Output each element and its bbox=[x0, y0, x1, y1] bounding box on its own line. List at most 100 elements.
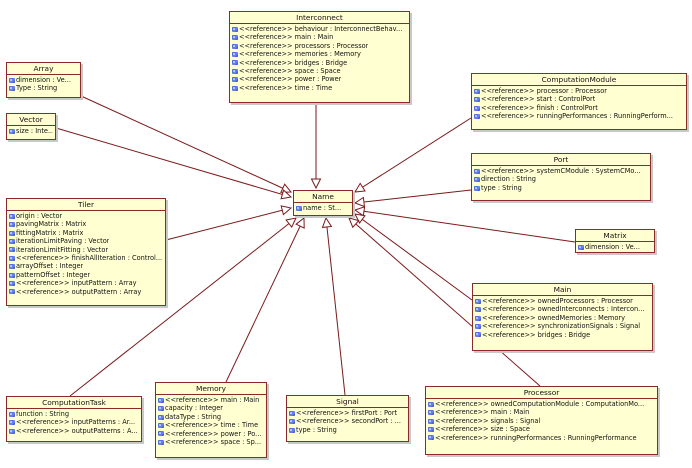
attribute-icon bbox=[9, 213, 15, 219]
attribute-list: name : St... bbox=[294, 203, 352, 213]
attribute-text: <<reference>> inputPattern : Array bbox=[16, 279, 137, 288]
class-name: ComputationModule bbox=[472, 74, 686, 86]
class-name: Main bbox=[473, 284, 652, 296]
attribute-icon bbox=[9, 280, 15, 286]
attribute-row: dataType : String bbox=[158, 413, 264, 421]
signal-class[interactable]: Signal<<reference>> firstPort : Port<<re… bbox=[286, 395, 409, 442]
generalization-arrowhead-signal bbox=[321, 216, 333, 228]
attribute-row: origin : Vector bbox=[9, 212, 163, 220]
attribute-row: <<reference>> bridges : Bridge bbox=[232, 59, 407, 67]
attribute-icon bbox=[475, 315, 481, 321]
generalization-line-tiler bbox=[165, 207, 292, 241]
attribute-text: <<reference>> memories : Memory bbox=[239, 50, 361, 59]
attribute-icon bbox=[232, 68, 238, 74]
attribute-list: <<reference>> firstPort : Port<<referenc… bbox=[287, 408, 408, 435]
attribute-row: dimension : Ve... bbox=[578, 243, 652, 251]
attribute-text: <<reference>> ownedMemories : Memory bbox=[482, 313, 625, 322]
attribute-row: <<reference>> processors : Processor bbox=[232, 42, 407, 50]
attribute-text: <<reference>> processor : Processor bbox=[481, 87, 607, 95]
generalization-line-computationtask bbox=[69, 217, 297, 397]
generalization-arrowhead-computationmodule bbox=[354, 182, 366, 193]
attribute-row: <<reference>> firstPort : Port bbox=[289, 409, 406, 417]
attribute-row: <<reference>> finish : ControlPort bbox=[474, 104, 684, 112]
computationmodule-class[interactable]: ComputationModule<<reference>> processor… bbox=[471, 73, 687, 130]
attribute-icon bbox=[428, 401, 434, 407]
attribute-icon bbox=[9, 128, 15, 134]
attribute-row: <<reference>> outputPatterns : A... bbox=[9, 427, 139, 435]
attribute-text: <<reference>> bridges : Bridge bbox=[482, 330, 591, 339]
attribute-icon bbox=[9, 77, 15, 83]
generalization-line-vector bbox=[55, 127, 292, 198]
interconnect-class[interactable]: Interconnect<<reference>> behaviour : In… bbox=[229, 11, 410, 103]
port-class[interactable]: Port<<reference>> systemCModule : System… bbox=[471, 153, 651, 201]
attribute-icon bbox=[158, 431, 164, 437]
attribute-icon bbox=[158, 422, 164, 428]
attribute-row: <<reference>> bridges : Bridge bbox=[475, 331, 650, 339]
attribute-row: fittingMatrix : Matrix bbox=[9, 229, 163, 237]
processor-class[interactable]: Processor<<reference>> ownedComputationM… bbox=[425, 386, 658, 455]
class-name: Port bbox=[472, 154, 650, 166]
attribute-list: dimension : Ve...Type : String bbox=[7, 75, 80, 94]
attribute-row: <<reference>> size : Space bbox=[428, 425, 655, 433]
generalization-line-port bbox=[354, 189, 472, 204]
attribute-text: <<reference>> secondPort : ... bbox=[296, 417, 401, 426]
attribute-row: capacity : Integer bbox=[158, 404, 264, 412]
class-name: Interconnect bbox=[230, 12, 409, 24]
attribute-row: <<reference>> processor : Processor bbox=[474, 87, 684, 95]
class-name: Array bbox=[7, 63, 80, 75]
attribute-row: <<reference>> power : Power bbox=[232, 75, 407, 83]
attribute-text: iterationLimitPaving : Vector bbox=[16, 237, 110, 246]
attribute-text: name : St... bbox=[303, 204, 342, 212]
class-name: Signal bbox=[287, 396, 408, 408]
attribute-row: <<reference>> behaviour : InterconnectBe… bbox=[232, 25, 407, 33]
attribute-icon bbox=[232, 85, 238, 91]
generalization-arrowhead-array bbox=[280, 183, 293, 193]
class-name: Processor bbox=[426, 387, 657, 399]
attribute-icon bbox=[475, 323, 481, 329]
attribute-row: type : String bbox=[289, 426, 406, 434]
attribute-text: <<reference>> finish : ControlPort bbox=[481, 103, 598, 112]
generalization-line-main bbox=[354, 213, 473, 301]
attribute-icon bbox=[474, 168, 480, 174]
attribute-text: size : Inte... bbox=[16, 127, 53, 135]
attribute-icon bbox=[428, 426, 434, 432]
attribute-icon bbox=[158, 439, 164, 445]
main-class[interactable]: Main<<reference>> ownedProcessors : Proc… bbox=[472, 283, 653, 351]
attribute-text: <<reference>> behaviour : InterconnectBe… bbox=[239, 25, 403, 33]
attribute-row: <<reference>> outputPattern : Array bbox=[9, 288, 163, 296]
attribute-text: <<reference>> start : ControlPort bbox=[481, 95, 596, 104]
attribute-list: size : Inte... bbox=[7, 126, 55, 136]
generalization-line-signal bbox=[325, 217, 346, 396]
attribute-text: arrayOffset : Integer bbox=[16, 262, 84, 271]
attribute-text: <<reference>> ownedProcessors : Processo… bbox=[482, 297, 633, 305]
attribute-icon bbox=[232, 43, 238, 49]
attribute-text: capacity : Integer bbox=[165, 404, 223, 413]
attribute-text: <<reference>> outputPatterns : A... bbox=[16, 426, 138, 435]
attribute-icon bbox=[158, 414, 164, 420]
attribute-icon bbox=[232, 77, 238, 83]
attribute-icon bbox=[428, 435, 434, 441]
attribute-text: type : String bbox=[481, 183, 522, 192]
attribute-list: <<reference>> processor : Processor<<ref… bbox=[472, 86, 686, 122]
attribute-row: size : Inte... bbox=[9, 127, 53, 135]
attribute-icon bbox=[9, 420, 15, 426]
attribute-row: <<reference>> memories : Memory bbox=[232, 50, 407, 58]
attribute-icon bbox=[9, 230, 15, 236]
generalization-line-matrix bbox=[354, 209, 576, 243]
attribute-icon bbox=[428, 410, 434, 416]
attribute-icon bbox=[9, 272, 15, 278]
attribute-text: <<reference>> space : Space bbox=[239, 67, 341, 76]
attribute-icon bbox=[296, 205, 302, 211]
attribute-text: <<reference>> inputPatterns : Ar... bbox=[16, 418, 136, 427]
attribute-icon bbox=[232, 35, 238, 41]
attribute-row: arrayOffset : Integer bbox=[9, 262, 163, 270]
attribute-row: <<reference>> time : Time bbox=[158, 421, 264, 429]
